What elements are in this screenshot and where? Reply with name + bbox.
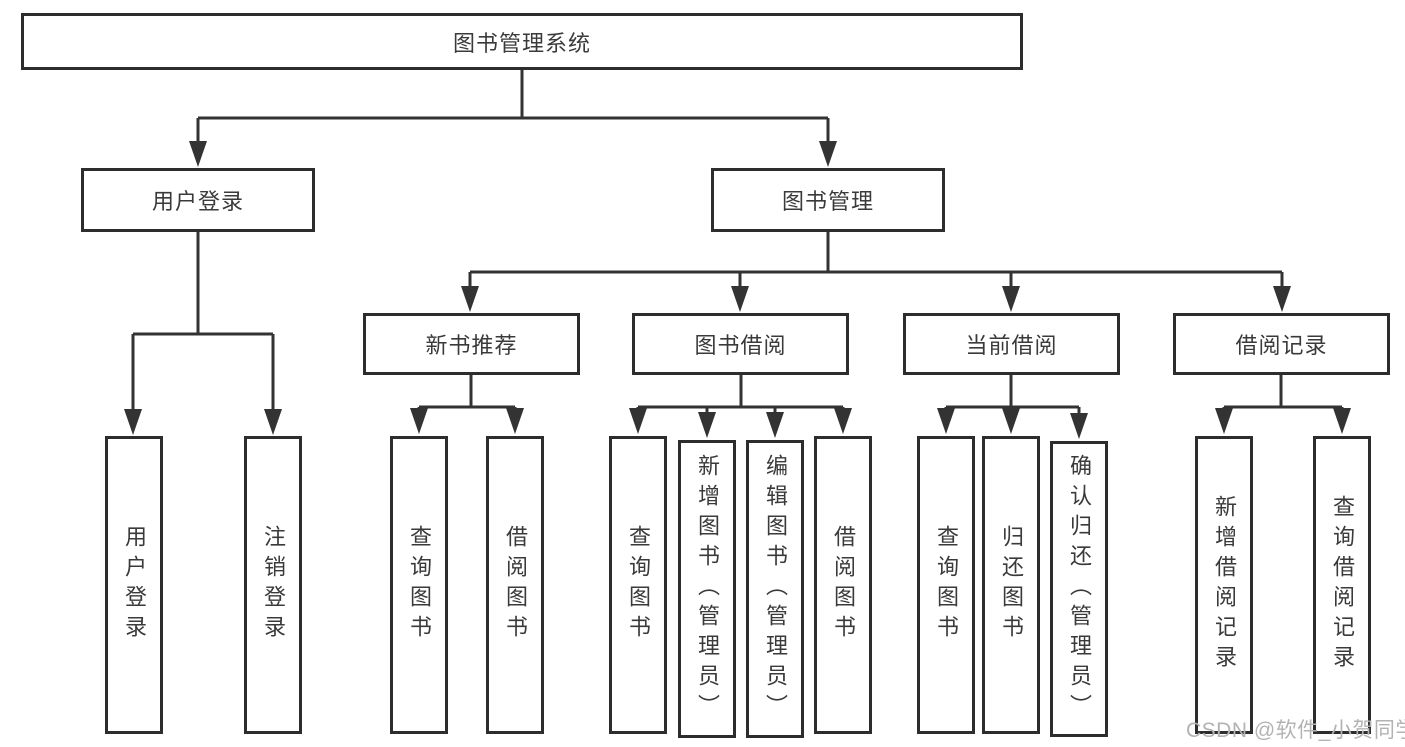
arrow-down-icon: [461, 286, 479, 312]
leaf-borrow-books-1-label: 借阅图书: [503, 525, 528, 645]
node-new-book-recommend-label: 新书推荐: [425, 333, 518, 358]
arrow-down-icon: [629, 408, 647, 434]
leaf-logout: 注销登录: [244, 436, 302, 734]
leaf-confirm-return-admin: 确认归还（管理员）: [1050, 441, 1108, 737]
leaf-edit-book-admin-label: 编辑图书（管理员）: [763, 454, 788, 724]
leaf-confirm-return-admin-label: 确认归还（管理员）: [1067, 454, 1092, 724]
arrow-down-icon: [124, 409, 142, 435]
leaf-query-books-3-label: 查询图书: [934, 525, 959, 645]
leaf-query-books-2: 查询图书: [609, 436, 667, 734]
arrowheads: [124, 141, 1351, 439]
leaf-add-book-admin: 新增图书（管理员）: [678, 440, 736, 738]
leaf-query-books-2-label: 查询图书: [626, 525, 651, 645]
node-user-login: 用户登录: [81, 168, 315, 232]
connector-borrow-to-leaves: [636, 375, 845, 421]
arrow-down-icon: [1273, 286, 1291, 312]
arrow-down-icon: [1002, 286, 1020, 312]
leaf-add-book-admin-label: 新增图书（管理员）: [695, 454, 720, 724]
leaf-logout-label: 注销登录: [261, 525, 286, 645]
leaf-user-login: 用户登录: [105, 436, 163, 734]
leaf-query-books-1: 查询图书: [390, 436, 448, 734]
arrow-down-icon: [1002, 408, 1020, 434]
node-root-label: 图书管理系统: [452, 30, 591, 56]
csdn-watermark: CSDN @软件_小贺同学: [1186, 719, 1405, 742]
leaf-query-borrow-record: 查询借阅记录: [1313, 436, 1371, 734]
arrow-down-icon: [937, 408, 955, 434]
leaf-query-books-1-label: 查询图书: [407, 525, 432, 645]
leaf-borrow-books-2: 借阅图书: [814, 436, 872, 734]
node-book-management-label: 图书管理: [781, 189, 874, 214]
leaf-add-borrow-record-label: 新增借阅记录: [1212, 495, 1237, 675]
arrow-down-icon: [731, 286, 749, 312]
leaf-borrow-books-2-label: 借阅图书: [831, 525, 856, 645]
arrow-down-icon: [189, 141, 207, 167]
node-borrow-records-label: 借阅记录: [1235, 333, 1328, 358]
node-book-borrowing-label: 图书借阅: [694, 333, 787, 358]
leaf-return-book: 归还图书: [982, 436, 1040, 734]
node-current-borrowing: 当前借阅: [903, 313, 1120, 375]
leaf-return-book-label: 归还图书: [999, 525, 1024, 645]
node-root: 图书管理系统: [21, 13, 1023, 70]
leaf-user-login-label: 用户登录: [122, 525, 147, 645]
node-new-book-recommend: 新书推荐: [363, 313, 580, 375]
arrow-down-icon: [698, 412, 716, 438]
arrow-down-icon: [264, 409, 282, 435]
node-borrow-records: 借阅记录: [1173, 313, 1390, 375]
node-book-borrowing: 图书借阅: [632, 313, 849, 375]
arrow-down-icon: [1215, 408, 1233, 434]
arrow-down-icon: [766, 412, 784, 438]
leaf-add-borrow-record: 新增借阅记录: [1195, 436, 1253, 734]
leaf-edit-book-admin: 编辑图书（管理员）: [746, 440, 804, 738]
arrow-down-icon: [1070, 413, 1088, 439]
arrow-down-icon: [819, 141, 837, 167]
connector-root-to-level2: [196, 70, 830, 150]
arrow-down-icon: [506, 408, 524, 434]
connector-newbooks-to-leaves: [417, 375, 517, 418]
connector-records-to-leaves: [1222, 375, 1344, 418]
connector-bookmgmt-to-level3: [468, 232, 1284, 294]
leaf-query-books-3: 查询图书: [917, 436, 975, 734]
leaf-query-borrow-record-label: 查询借阅记录: [1330, 495, 1355, 675]
arrow-down-icon: [410, 408, 428, 434]
node-current-borrowing-label: 当前借阅: [965, 333, 1058, 358]
arrow-down-icon: [1333, 408, 1351, 434]
node-user-login-label: 用户登录: [151, 189, 244, 214]
node-book-management: 图书管理: [711, 168, 945, 232]
arrow-down-icon: [834, 408, 852, 434]
connector-userlogin-to-leaves: [131, 232, 275, 418]
leaf-borrow-books-1: 借阅图书: [486, 436, 544, 734]
